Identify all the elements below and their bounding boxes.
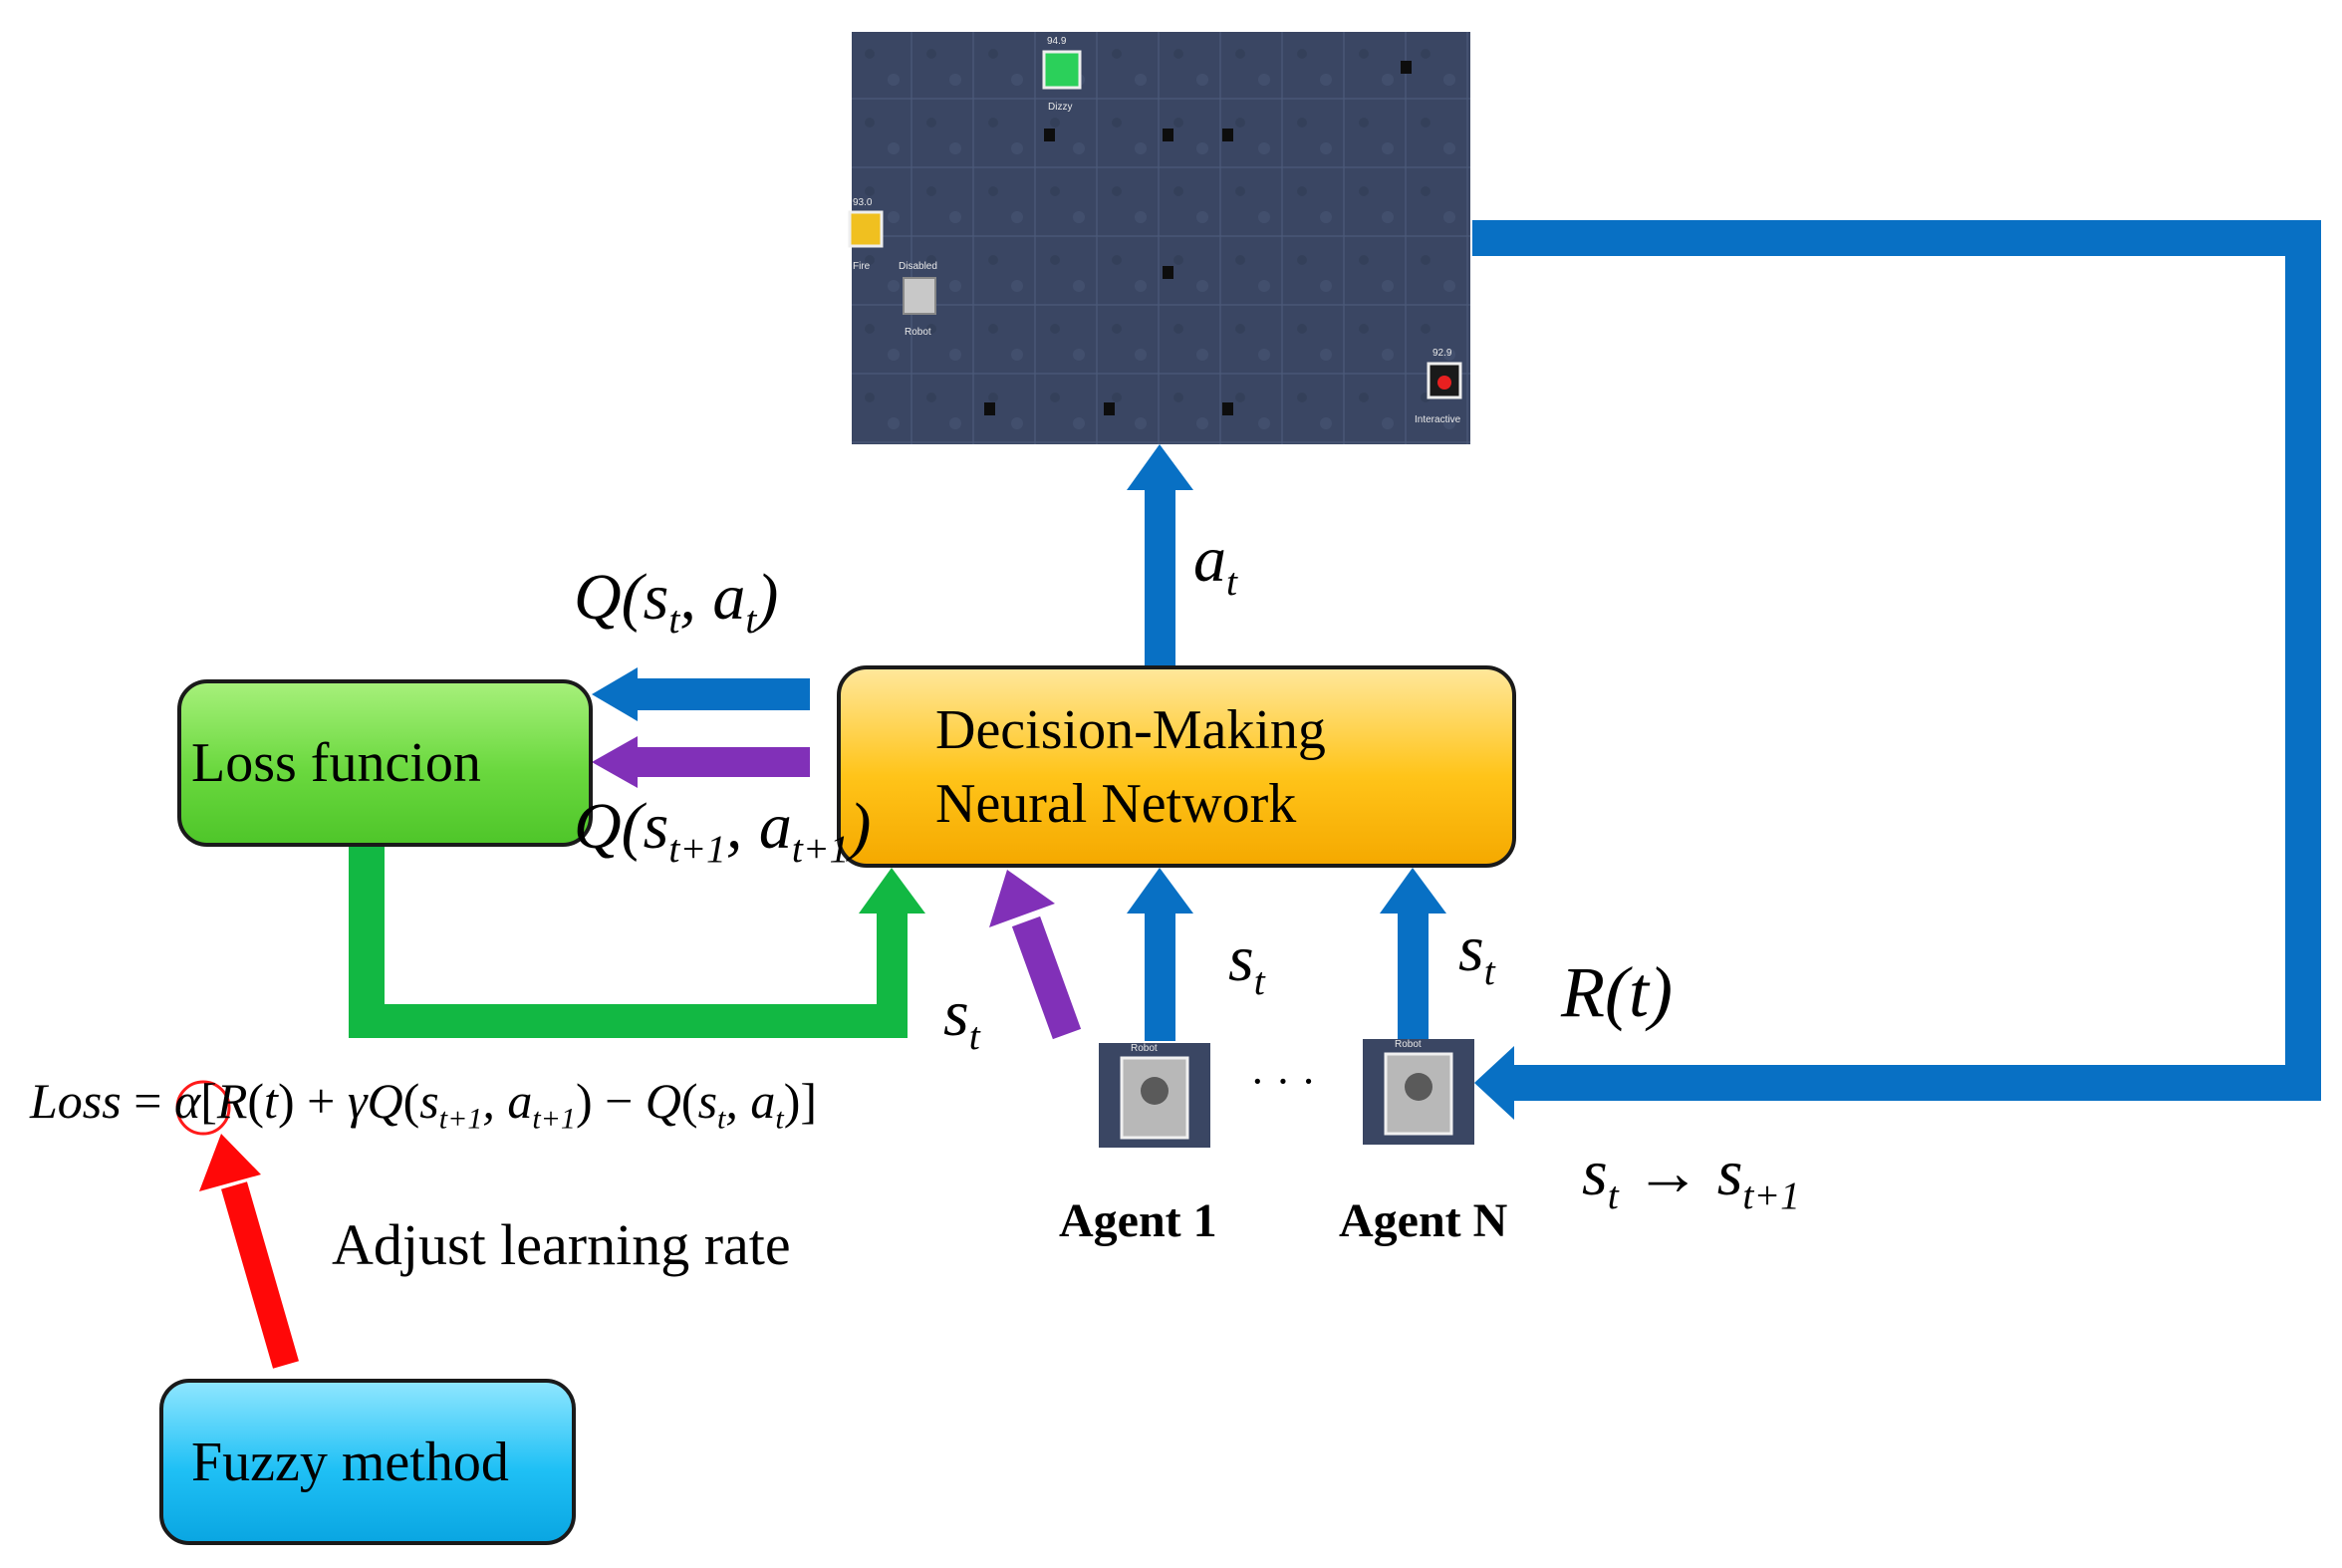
game-label: Fire [853, 261, 871, 272]
game-label: 92.9 [1432, 348, 1452, 359]
alpha-highlight-circle [175, 1080, 231, 1136]
action-label: at [1193, 523, 1237, 604]
game-label: 94.9 [1047, 36, 1067, 47]
state-feedback-loop [1472, 220, 2321, 1120]
fuzzy-method-label: Fuzzy method [191, 1431, 509, 1493]
state-transition-label: st → st+1 [1582, 1137, 1800, 1217]
state-label-agentN: st [1458, 913, 1495, 993]
obstacle-icon [1163, 266, 1173, 279]
q-next-arrow [592, 736, 810, 788]
game-environment [848, 28, 1474, 448]
agent1-label: Agent 1 [1059, 1194, 1217, 1247]
game-label: 93.0 [853, 197, 873, 208]
state-label-agent1: st [1228, 922, 1265, 1003]
state-purple-arrow [989, 870, 1082, 1040]
game-label: Robot [905, 327, 931, 338]
game-label: Robot [1395, 1039, 1422, 1050]
q-next-label: Q(st+1, at+1) [574, 790, 872, 871]
arrowhead-icon [859, 868, 925, 914]
robot-dizzy-icon [1042, 50, 1082, 90]
arrowhead-icon [1474, 1046, 1514, 1120]
arrowhead-icon [989, 870, 1055, 927]
obstacle-icon [1401, 61, 1412, 74]
obstacle-icon [1104, 402, 1115, 415]
arrowhead-icon [592, 736, 638, 788]
adjust-learning-rate-label: Adjust learning rate [332, 1212, 791, 1277]
obstacle-icon [1044, 129, 1055, 141]
obstacle-icon [984, 402, 995, 415]
agentN-label: Agent N [1339, 1194, 1508, 1247]
game-label: Interactive [1415, 414, 1461, 425]
loss-update-loop [349, 845, 925, 1038]
game-label: Robot [1131, 1043, 1158, 1054]
robot-fire-icon [848, 210, 884, 248]
loss-equation: Loss = α[R(t) + γQ(st+1, at+1) − Q(st, a… [30, 1073, 818, 1136]
decision-network-line1: Decision-Making [935, 698, 1326, 761]
agentN-sprite [1363, 1039, 1474, 1145]
loss-function-label: Loss funcion [191, 732, 481, 794]
obstacle-icon [1222, 402, 1233, 415]
reward-label: R(t) [1561, 952, 1673, 1032]
arrowhead-icon [1380, 868, 1446, 914]
robot-disabled-icon [903, 277, 936, 315]
fuzzy-method-box: Fuzzy method [159, 1379, 576, 1545]
game-label: Disabled [899, 261, 937, 272]
agents-ellipsis: · · · [1250, 1057, 1316, 1106]
game-label: Dizzy [1048, 102, 1073, 113]
arrowhead-icon [199, 1134, 261, 1191]
agent1-state-arrow [1127, 868, 1193, 1041]
action-arrow [1127, 444, 1193, 665]
q-current-label: Q(st, at) [574, 561, 779, 642]
arrowhead-icon [1127, 868, 1193, 914]
arrowhead-icon [1127, 444, 1193, 490]
decision-network-line2: Neural Network [935, 772, 1297, 835]
learning-rate-arrow [199, 1134, 299, 1369]
obstacle-icon [1163, 129, 1173, 141]
agent1-sprite [1099, 1043, 1210, 1148]
loss-function-box: Loss funcion [177, 679, 593, 847]
state-label-purple: st [943, 977, 980, 1058]
agentN-state-arrow [1380, 868, 1446, 1041]
decision-network-box: Decision-Making Neural Network [837, 665, 1516, 868]
arrowhead-icon [592, 667, 638, 721]
q-current-arrow [592, 667, 810, 721]
obstacle-icon [1222, 129, 1233, 141]
